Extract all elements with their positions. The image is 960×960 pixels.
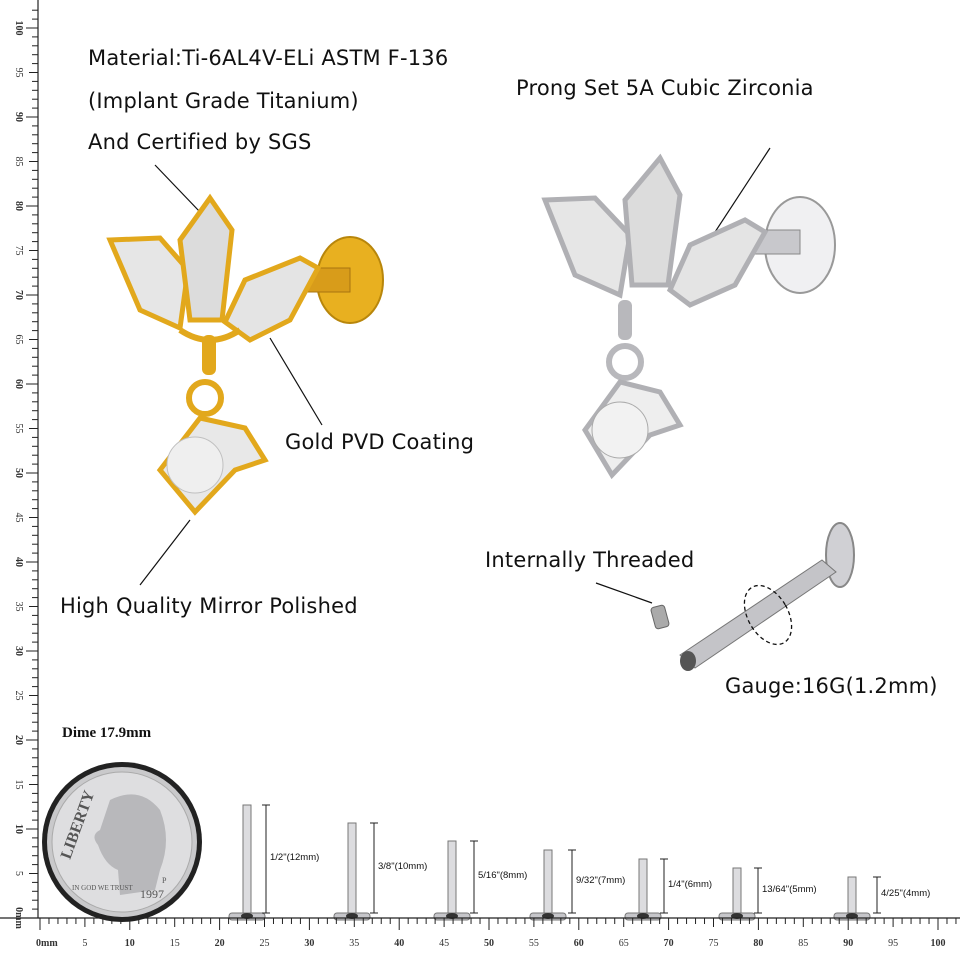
ruler-label: 35 [349, 938, 359, 949]
prong-set-callout: Prong Set 5A Cubic Zirconia [516, 76, 814, 100]
labret-pin-10mm [333, 822, 378, 921]
ruler-label: 5 [13, 871, 24, 876]
ruler-label: 60 [574, 938, 584, 949]
pin-length-label: 3/8"(10mm) [378, 861, 428, 872]
ruler-label: 25 [13, 691, 24, 701]
threaded-screw [650, 604, 670, 630]
ruler-label: 65 [13, 335, 24, 345]
ruler-label: 80 [13, 201, 24, 211]
gold-coating-callout: Gold PVD Coating [285, 430, 475, 454]
pin-length-label: 9/32"(7mm) [576, 874, 626, 886]
ruler-label: 0mm [13, 907, 24, 929]
ruler-label: 70 [13, 290, 24, 300]
coin-motto-text: IN GOD WE TRUST [72, 884, 133, 892]
pin-length-label: 13/64"(5mm) [762, 883, 817, 895]
ruler-label: 0mm [36, 938, 58, 949]
labret-pin-8mm [433, 840, 478, 921]
pin-length-label: 1/2"(12mm) [270, 852, 320, 863]
silver-earring [541, 153, 836, 480]
ruler-label: 45 [13, 513, 24, 523]
ruler-label: 10 [13, 824, 24, 834]
gauge-callout: Gauge:16G(1.2mm) [725, 674, 938, 698]
ruler-label: 55 [13, 424, 24, 434]
ruler-label: 20 [215, 938, 225, 949]
ruler-label: 15 [13, 780, 24, 790]
ruler-label: 30 [304, 938, 314, 949]
ruler-label: 75 [709, 938, 719, 949]
ruler-label: 15 [170, 938, 180, 949]
ruler-label: 65 [619, 938, 629, 949]
ruler-label: 40 [394, 938, 404, 949]
labret-pin-5mm [718, 867, 762, 921]
leader-line-material [154, 164, 201, 213]
ruler-label: 95 [888, 938, 898, 949]
leader-line-gold [269, 337, 323, 426]
ruler-label: 60 [13, 379, 24, 389]
ruler-label: 70 [664, 938, 674, 949]
ruler-label: 30 [13, 646, 24, 656]
ruler-label: 90 [843, 938, 853, 949]
leader-line-thread [595, 582, 653, 604]
mirror-polished-callout: High Quality Mirror Polished [60, 594, 358, 618]
coin-year-text: 1997 [140, 887, 164, 901]
labret-pin-12mm [228, 804, 270, 921]
pin-length-label: 1/4"(6mm) [668, 879, 713, 890]
ruler-label: 100 [13, 21, 24, 36]
gold-earring [106, 193, 384, 516]
ruler-label: 95 [13, 68, 24, 78]
pin-length-label: 4/25"(4mm) [881, 888, 931, 899]
material-callout-line1: Material:Ti-6AL4V-ELi ASTM F-136 [88, 46, 449, 70]
ruler-label: 50 [13, 468, 24, 478]
ruler-label: 45 [439, 938, 449, 949]
pin-length-label: 5/16"(8mm) [478, 870, 528, 881]
internally-threaded-callout: Internally Threaded [485, 548, 695, 572]
ruler-label: 20 [13, 735, 24, 745]
ruler-label: 55 [529, 938, 539, 949]
coin-mint-text: P [162, 876, 167, 885]
labret-pin-6mm [624, 858, 668, 921]
ruler-label: 75 [13, 246, 24, 256]
dime-coin: LIBERTY IN GOD WE TRUST 1997 P [42, 762, 202, 922]
labret-pin-7mm [529, 849, 576, 921]
ruler-label: 5 [82, 938, 87, 949]
leader-line-polished [139, 519, 191, 586]
dime-size-label: Dime 17.9mm [62, 725, 152, 741]
ruler-label: 80 [753, 938, 763, 949]
material-callout-line3: And Certified by SGS [88, 130, 312, 154]
material-callout-line2: (Implant Grade Titanium) [88, 89, 359, 113]
ruler-label: 100 [931, 938, 946, 949]
ruler-label: 50 [484, 938, 494, 949]
ruler-label: 40 [13, 557, 24, 567]
labret-pin-4mm [833, 876, 881, 921]
ruler-label: 85 [13, 157, 24, 167]
ruler-label: 85 [798, 938, 808, 949]
ruler-label: 10 [125, 938, 135, 949]
ruler-label: 90 [13, 112, 24, 122]
labret-post [650, 522, 855, 671]
ruler-label: 25 [260, 938, 270, 949]
ruler-label: 35 [13, 602, 24, 612]
